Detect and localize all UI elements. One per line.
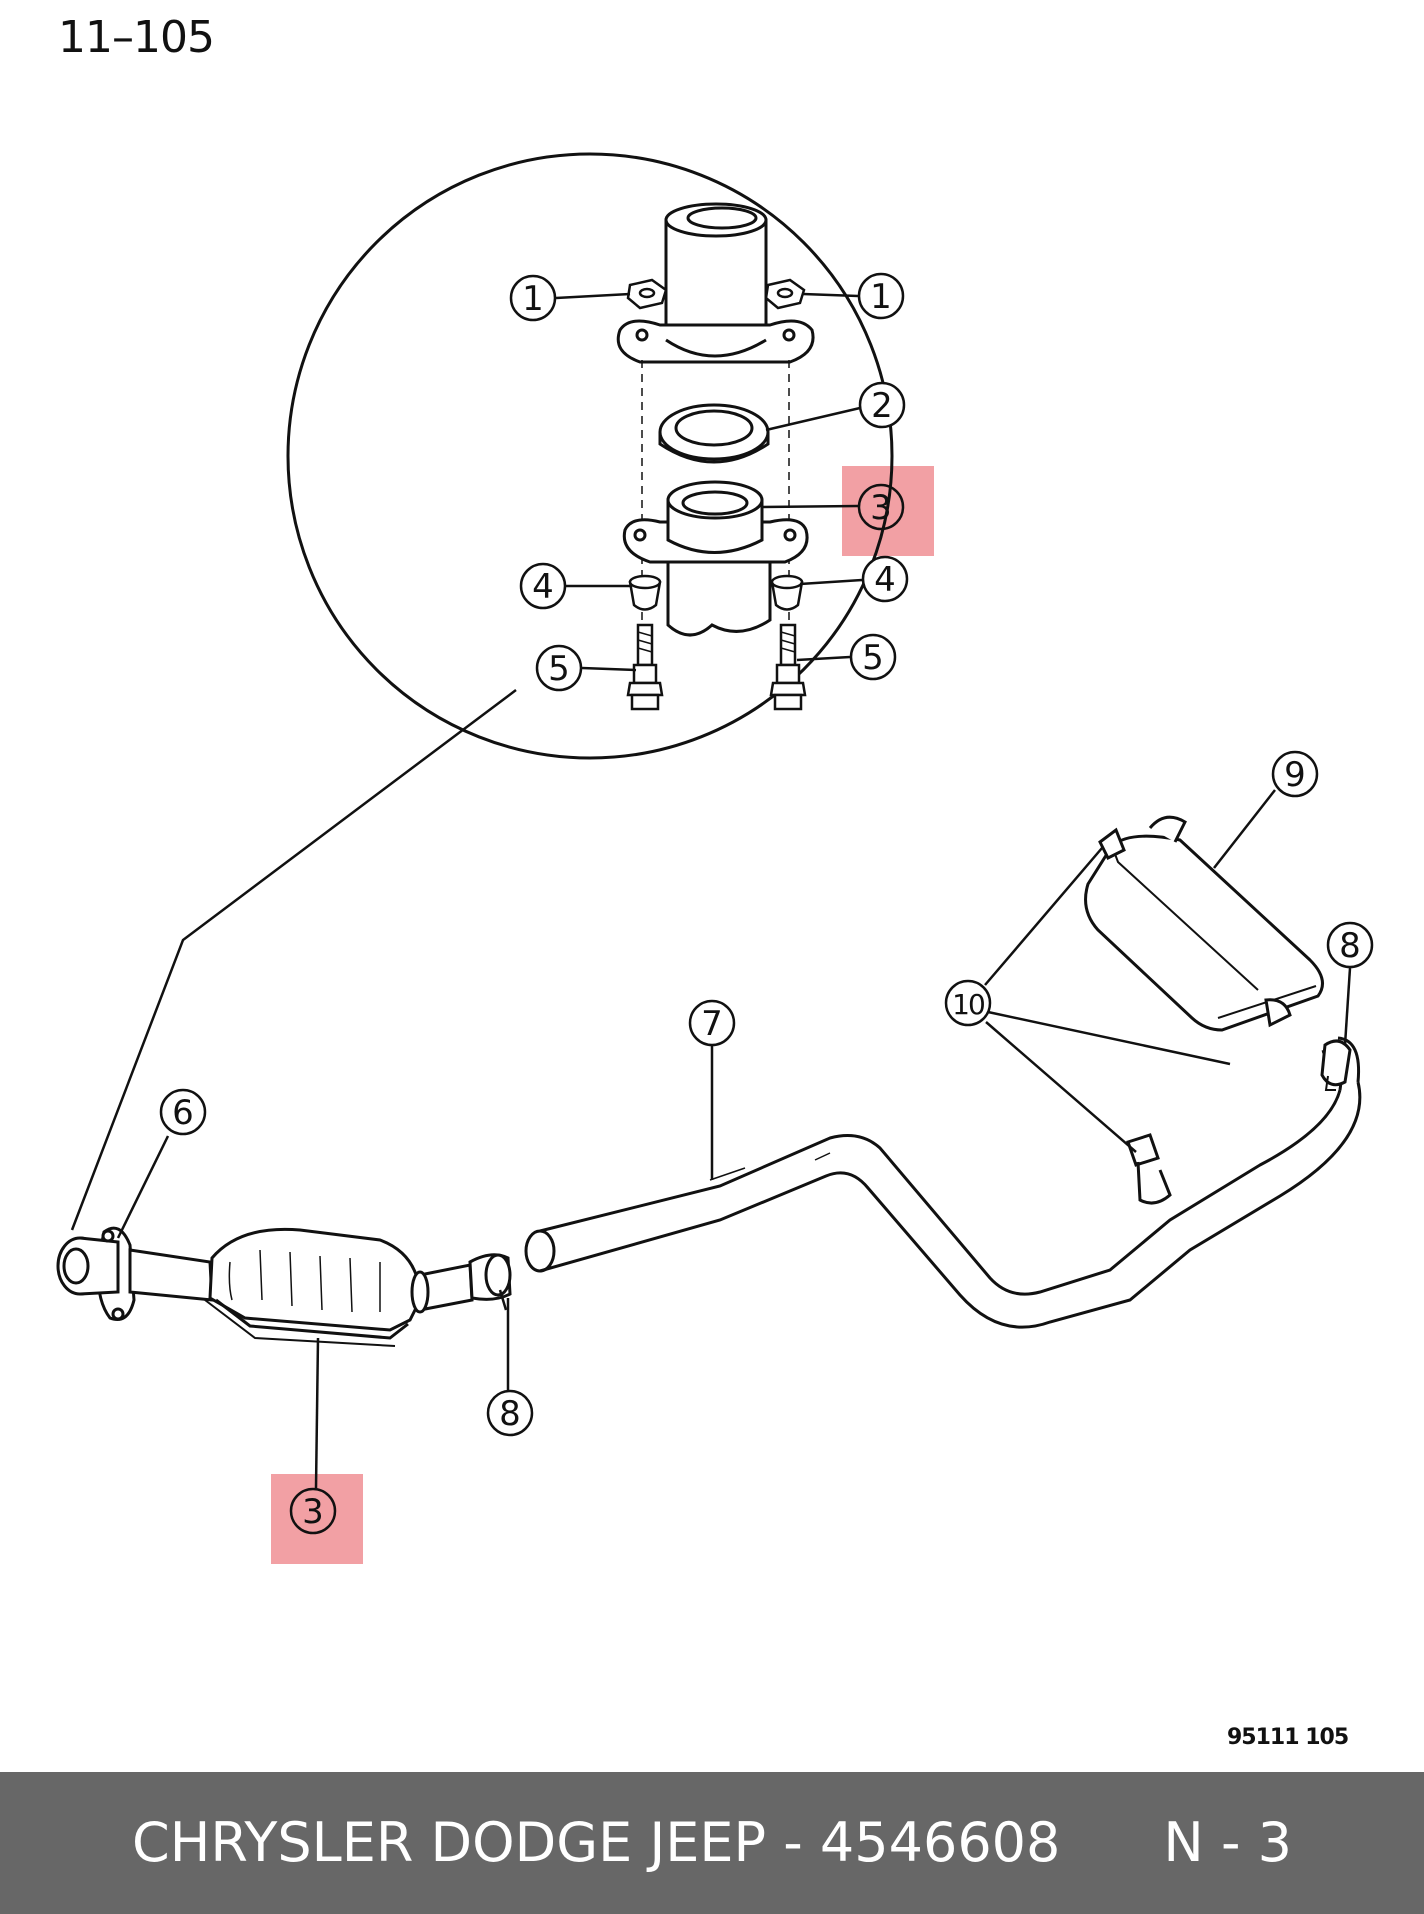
detail-pipe-upper — [616, 202, 815, 364]
callout-detail-nut-right: 1 — [802, 272, 905, 320]
callout-detail-stud-left: 5 — [535, 644, 637, 692]
detail-alignment-lines — [641, 360, 790, 640]
callout-detail-grommet-right-label: 4 — [874, 560, 896, 600]
detail-view-circle — [286, 152, 894, 760]
detail-nut-left-icon — [626, 278, 668, 310]
muffler-icon — [1084, 815, 1324, 1032]
callout-detail-stud-right: 5 — [796, 633, 897, 681]
callout-muffler: 9 — [1213, 750, 1319, 869]
callout-clamp-front: 8 — [486, 1298, 534, 1437]
callout-detail-gasket: 2 — [765, 381, 906, 432]
callout-detail-nut-left: 1 — [509, 274, 631, 322]
callout-detail-converter: 3 — [761, 483, 905, 531]
detail-gasket-icon — [658, 403, 770, 464]
callout-flange: 6 — [116, 1088, 207, 1239]
callout-detail-nut-right-label: 1 — [870, 277, 892, 317]
callout-converter-label: 3 — [302, 1492, 324, 1532]
intermediate-pipe-icon — [524, 1036, 1362, 1329]
callout-clamp-front-label: 8 — [499, 1394, 521, 1434]
detail-stud-left-icon — [626, 623, 664, 711]
pipe-hanger-icon — [1126, 1133, 1172, 1205]
callout-pipe-label: 7 — [701, 1004, 723, 1044]
front-flange-icon — [56, 1226, 136, 1321]
callout-clamp-rear: 8 — [1326, 921, 1374, 1046]
callout-hangers: 10 — [944, 847, 1231, 1153]
callout-detail-grommet-right: 4 — [799, 555, 909, 603]
callout-detail-gasket-label: 2 — [871, 386, 893, 426]
detail-grommet-right-icon — [770, 574, 804, 611]
callout-detail-nut-left-label: 1 — [522, 279, 544, 319]
figure-code: 95111 105 — [1227, 1725, 1349, 1750]
callout-detail-stud-left-label: 5 — [548, 649, 570, 689]
page-number: 11–105 — [58, 12, 215, 63]
callout-flange-label: 6 — [172, 1093, 194, 1133]
callout-detail-converter-label: 3 — [870, 488, 892, 528]
rear-clamp-icon — [1320, 1039, 1352, 1091]
front-clamp-icon — [468, 1253, 512, 1311]
callout-hangers-label: 10 — [952, 988, 984, 1021]
detail-stud-right-icon — [769, 623, 807, 711]
callout-pipe: 7 — [688, 999, 736, 1180]
caption-text: CHRYSLER DODGE JEEP - 4546608 N - 3 — [132, 1811, 1292, 1874]
front-pipe-icon — [128, 1248, 214, 1302]
callout-clamp-rear-label: 8 — [1339, 926, 1361, 966]
callout-detail-grommet-left: 4 — [519, 562, 632, 610]
detail-converter-inlet-icon — [622, 480, 809, 637]
detail-nut-right-icon — [764, 278, 806, 310]
detail-grommet-left-icon — [628, 574, 662, 611]
callout-detail-stud-right-label: 5 — [862, 638, 884, 678]
catalytic-converter-icon — [204, 1227, 474, 1347]
callout-converter: 3 — [289, 1337, 337, 1535]
detail-leader-line — [70, 689, 517, 1231]
caption-bar: CHRYSLER DODGE JEEP - 4546608 N - 3 — [0, 1772, 1424, 1914]
callout-muffler-label: 9 — [1284, 755, 1306, 795]
callout-detail-grommet-left-label: 4 — [532, 567, 554, 607]
